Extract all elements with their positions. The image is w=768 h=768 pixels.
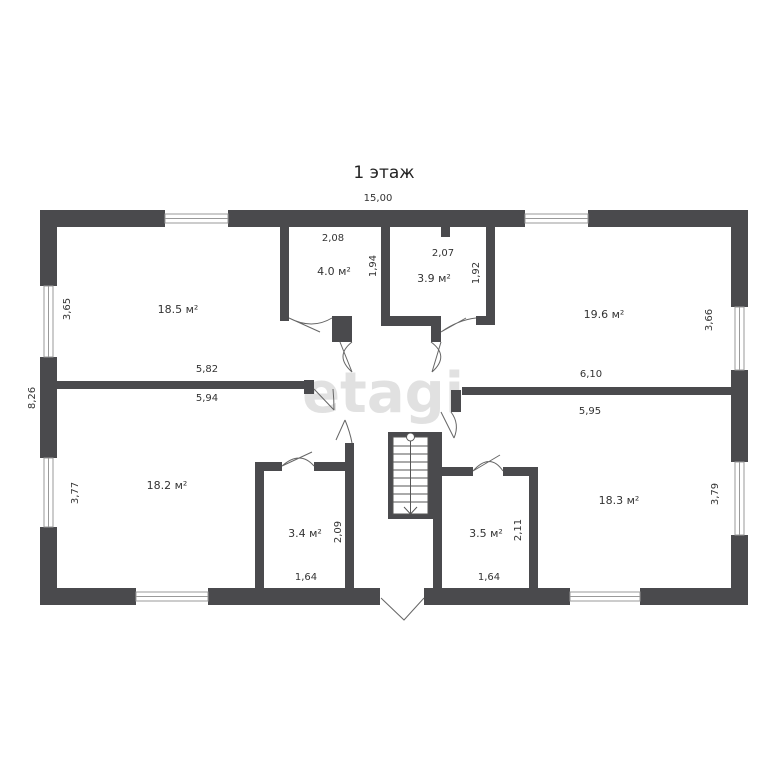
outer-wall <box>731 370 748 462</box>
closet-wall <box>381 227 390 322</box>
outer-wall <box>40 588 136 605</box>
partition-wall <box>57 381 305 389</box>
overall-width-label: 15,00 <box>364 193 393 204</box>
door <box>281 451 315 467</box>
outer-wall <box>40 357 57 458</box>
partition-wall <box>462 387 731 395</box>
room-dim-label: 6,10 <box>580 369 602 380</box>
room-dim-label: 5,94 <box>196 393 218 404</box>
door <box>339 341 353 373</box>
outer-wall <box>424 588 570 605</box>
door <box>313 388 335 411</box>
room-dim-label: 2,11 <box>513 519 524 541</box>
outer-wall <box>228 210 525 227</box>
room-area-label: 19.6 м² <box>584 308 625 321</box>
room-dim-label: 2,09 <box>333 521 344 543</box>
bath-wall <box>345 443 354 588</box>
column <box>451 390 461 412</box>
window-lines <box>48 218 740 597</box>
watermark: etagi <box>302 361 464 426</box>
outer-wall <box>40 527 57 605</box>
room-area-label: 4.0 м² <box>317 265 351 278</box>
column <box>431 316 441 342</box>
closet-wall <box>476 316 495 325</box>
doors <box>281 317 504 621</box>
bath-wall <box>314 462 354 471</box>
room-area-label: 3.5 м² <box>469 527 503 540</box>
room-area-label: 18.2 м² <box>147 479 188 492</box>
room-dim-label: 5,95 <box>579 406 601 417</box>
room-area-label: 18.5 м² <box>158 303 199 316</box>
overall-depth-label: 8,26 <box>27 387 38 409</box>
stair-start-icon <box>406 432 415 442</box>
room-dim-label: 1,64 <box>295 572 317 583</box>
staircase <box>392 432 429 515</box>
room-dim-label: 3,79 <box>710 483 721 505</box>
room-dim-label: 2,07 <box>432 248 454 259</box>
outer-wall <box>640 588 748 605</box>
room-area-label: 3.9 м² <box>417 272 451 285</box>
room-dim-label: 3,77 <box>70 482 81 504</box>
column <box>332 316 352 342</box>
closet-wall <box>486 227 495 323</box>
entrance-door <box>380 597 425 621</box>
bath-wall <box>433 467 473 476</box>
door <box>430 341 442 373</box>
door <box>288 317 333 333</box>
door <box>472 454 504 472</box>
room-dim-label: 1,94 <box>368 255 379 277</box>
room-dim-label: 1,92 <box>471 262 482 284</box>
closet-wall <box>381 316 431 326</box>
floor-title: 1 этаж <box>353 163 414 183</box>
bath-wall <box>433 432 442 588</box>
outer-wall <box>588 210 748 227</box>
column <box>304 380 314 394</box>
bath-wall <box>529 467 538 588</box>
outer-wall <box>208 588 380 605</box>
room-area-label: 3.4 м² <box>288 527 322 540</box>
door <box>440 411 457 439</box>
room-labels: 18.5 м² 5,82 3,65 4.0 м² 2,08 1,94 3.9 м… <box>62 233 721 583</box>
closet-wall <box>280 227 289 321</box>
bath-wall <box>503 467 538 476</box>
outer-wall <box>731 535 748 605</box>
stair-arrow-icon <box>403 506 418 515</box>
bath-wall <box>255 462 264 588</box>
outer-wall <box>40 210 57 286</box>
room-dim-label: 2,08 <box>322 233 344 244</box>
room-dim-label: 3,65 <box>62 298 73 320</box>
outer-wall <box>731 210 748 307</box>
closet-notch <box>441 227 450 237</box>
room-dim-label: 1,64 <box>478 572 500 583</box>
door <box>335 419 353 444</box>
room-dim-label: 3,66 <box>704 309 715 331</box>
room-dim-label: 5,82 <box>196 364 218 375</box>
door <box>440 317 477 333</box>
outer-wall <box>40 210 165 227</box>
bath-wall <box>255 462 282 471</box>
room-area-label: 18.3 м² <box>599 494 640 507</box>
